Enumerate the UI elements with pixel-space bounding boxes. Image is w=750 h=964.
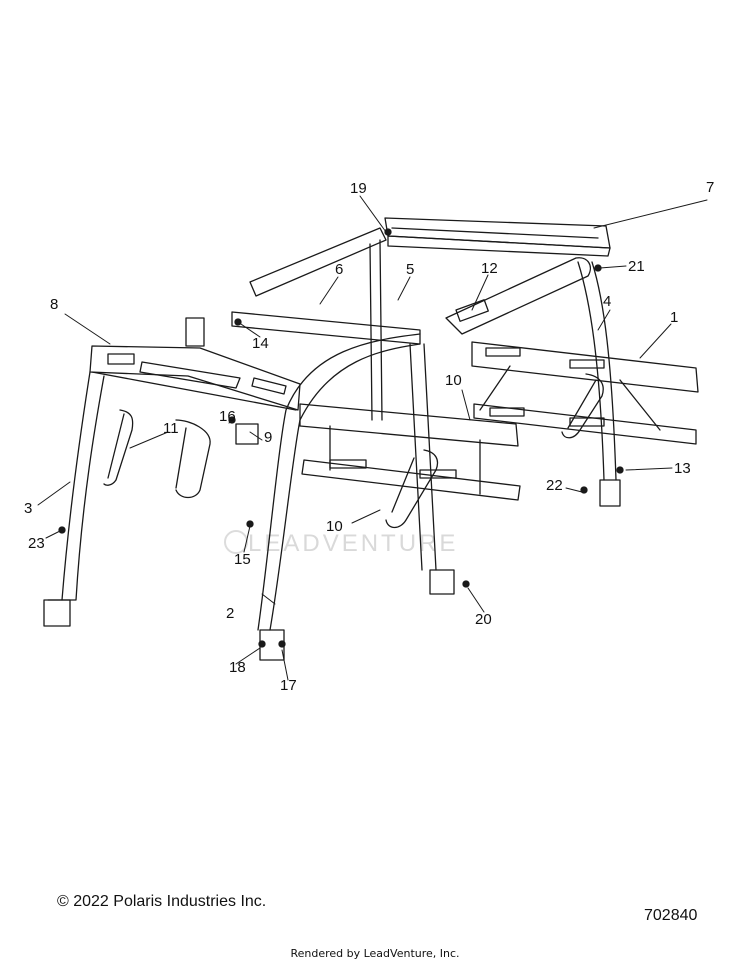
callout-10-door: 10 [326, 518, 343, 535]
leader-lines [37, 195, 708, 681]
callout-16: 16 [219, 408, 236, 425]
part-10-center-frame [299, 403, 521, 501]
callout-7: 7 [706, 179, 715, 196]
callout-1: 1 [670, 309, 679, 326]
callout-6: 6 [335, 261, 344, 278]
part-7-rear-top-bar [384, 217, 611, 257]
callout-15: 15 [234, 551, 251, 568]
part-10-door-bar-front [175, 419, 439, 529]
part-5-roof-tube [369, 239, 591, 421]
callout-14: 14 [252, 335, 269, 352]
rendered-by-text: Rendered by LeadVenture, Inc. [290, 947, 460, 960]
hardware [58, 228, 624, 648]
part-1-rear-frame [471, 341, 699, 445]
part-3-left-leg [43, 371, 105, 627]
part-2-right-leg [257, 333, 455, 661]
callout-13: 13 [674, 460, 691, 477]
watermark-logo-icon [224, 530, 248, 554]
callout-3: 3 [24, 500, 33, 517]
copyright-text: © 2022 Polaris Industries Inc. [57, 893, 267, 910]
callout-23: 23 [28, 535, 45, 552]
callout-2: 2 [226, 605, 235, 622]
callout-12: 12 [481, 260, 498, 277]
callout-17: 17 [280, 677, 297, 694]
callout-18: 18 [229, 659, 246, 676]
callout-19: 19 [350, 180, 367, 197]
part-6-upper-tube [231, 227, 421, 345]
callout-5: 5 [406, 261, 415, 278]
callout-20: 20 [475, 611, 492, 628]
part-11-grab-handle [103, 409, 134, 486]
diagram-number: 702840 [644, 907, 698, 924]
callout-8: 8 [50, 296, 59, 313]
callout-21: 21 [628, 258, 645, 275]
part-9-bracket [235, 423, 259, 445]
part-8-front-header [89, 317, 301, 411]
part-12-bracket [455, 299, 489, 322]
callout-11: 11 [163, 420, 179, 437]
callout-22: 22 [546, 477, 563, 494]
callout-10-center: 10 [445, 372, 462, 389]
callout-4: 4 [603, 293, 612, 310]
part-4-rear-legs [561, 261, 621, 507]
callout-9: 9 [264, 429, 273, 446]
